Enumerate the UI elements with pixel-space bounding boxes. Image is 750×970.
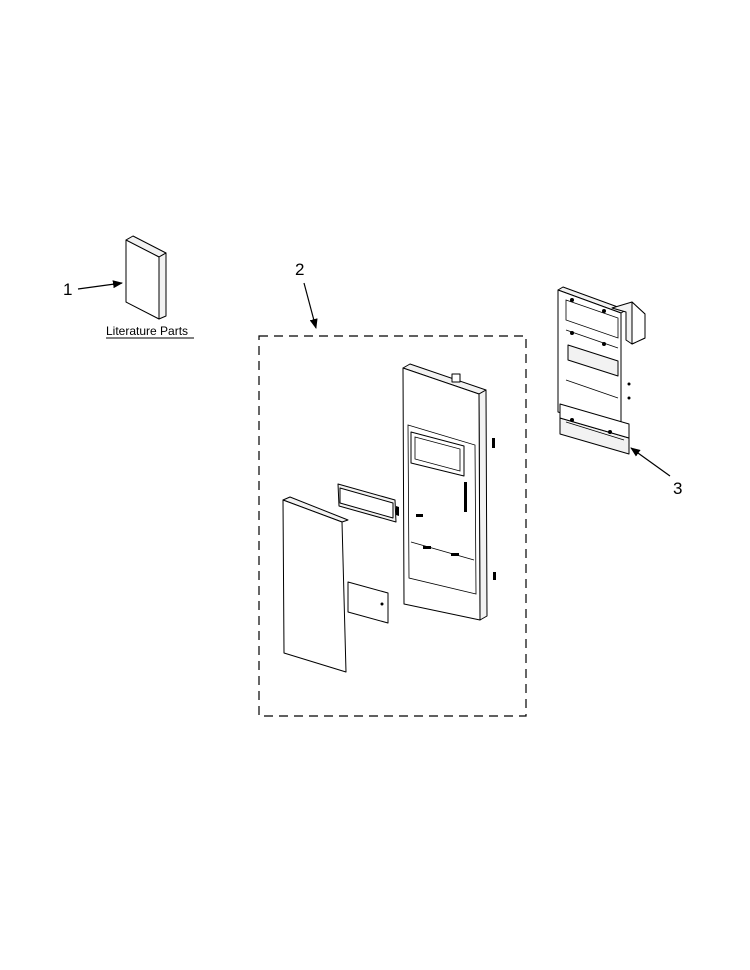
panel-side-hole-bottom (493, 572, 496, 580)
mounting-bracket[interactable] (557, 286, 646, 455)
panel-side-hole-top (492, 438, 495, 448)
callout-2: 2 (295, 260, 318, 329)
membrane-tail[interactable] (347, 581, 389, 624)
callout-1: 1 (63, 280, 123, 299)
callout-3: 3 (630, 447, 682, 498)
panel-top-tab (451, 373, 461, 383)
control-panel[interactable] (402, 363, 496, 621)
literature-booklet[interactable] (125, 235, 167, 320)
callout-arrow-2 (303, 282, 318, 329)
literature-parts-label: Literature Parts (106, 324, 188, 338)
panel-slot-a (416, 514, 423, 517)
membrane-overlay[interactable] (282, 496, 349, 673)
callout-arrow-3 (630, 447, 671, 477)
panel-vertical-slot (464, 482, 467, 512)
panel-slot-b (423, 546, 431, 549)
callout-number-1: 1 (63, 280, 72, 299)
callout-number-3: 3 (673, 479, 682, 498)
panel-slot-c (451, 553, 459, 556)
kit-boundary-dashed (258, 335, 527, 717)
callout-number-2: 2 (295, 260, 304, 279)
callout-arrow-1 (77, 280, 123, 290)
display-lens[interactable] (337, 483, 399, 523)
